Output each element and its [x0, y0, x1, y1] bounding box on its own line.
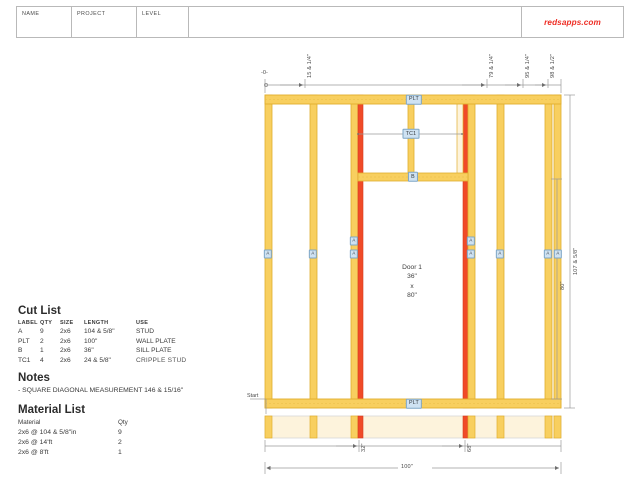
table-row: A 9 2x6 104 & 5/8" STUD — [18, 327, 218, 337]
title-block-project-cell[interactable]: PROJECT — [72, 7, 137, 37]
material-list-header-row: Material Qty — [18, 418, 158, 427]
material-row-0-qty: 9 — [118, 428, 122, 436]
overall-width-dimension: 100" — [401, 464, 413, 470]
info-panel: Cut List LABEL QTY SIZE LENGTH USE A 9 2… — [18, 305, 218, 457]
start-label: Start — [247, 393, 259, 399]
cut-row-2-label: B — [18, 347, 23, 355]
start-marker — [250, 398, 267, 414]
stud-badge-a-9[interactable]: A — [553, 249, 563, 259]
stud-badge-a-7[interactable]: A — [495, 249, 505, 259]
table-row: 2x6 @ 104 & 5/8"in 9 — [18, 427, 158, 437]
title-block-project-label: PROJECT — [77, 11, 106, 17]
door-callout-name: Door 1 — [402, 264, 422, 271]
cut-row-2-size: 2x6 — [60, 347, 71, 355]
table-row: B 1 2x6 36" SILL PLATE — [18, 346, 218, 356]
right-dimension-lines — [551, 94, 575, 409]
notes-heading: Notes — [18, 372, 50, 385]
material-row-1-qty: 2 — [118, 438, 122, 446]
plan-view-strip — [264, 415, 562, 439]
cut-row-3-size: 2x6 — [60, 357, 71, 365]
cut-row-2-length: 36" — [84, 347, 94, 355]
member-badge-sill-b[interactable]: B — [407, 171, 419, 183]
table-row: 2x6 @ 14'ft 2 — [18, 437, 158, 447]
top-dimension-1: 15 & 1/4" — [307, 53, 313, 78]
bottom-dimension-1: 32" — [361, 443, 367, 452]
bottom-dimension-chain — [264, 440, 562, 452]
stud-badge-a-5[interactable]: A — [466, 236, 476, 246]
material-list-heading: Material List — [18, 403, 86, 416]
material-row-2-name: 2x6 @ 8'ft — [18, 448, 49, 456]
top-dimension-2: 79 & 1/4" — [489, 53, 495, 78]
title-block-name-cell[interactable]: NAME — [17, 7, 72, 37]
stud-badge-a-1[interactable]: A — [263, 249, 273, 259]
origin-label: -0- — [261, 70, 268, 76]
top-dimension-3: 95 & 1/4" — [525, 53, 531, 78]
cut-row-1-use: WALL PLATE — [136, 337, 176, 345]
right-dimension-overall-height: 107 & 5/8" — [573, 247, 579, 275]
cut-row-1-label: PLT — [18, 337, 30, 345]
top-dimension-4: 98 & 1/2" — [550, 53, 556, 78]
table-row: 2x6 @ 8'ft 1 — [18, 447, 158, 457]
material-row-0-name: 2x6 @ 104 & 5/8"in — [18, 428, 77, 436]
cut-row-3-use: CRIPPLE STUD — [136, 357, 187, 365]
cut-list-col-length: LENGTH — [84, 320, 109, 326]
notes-body: - SQUARE DIAGONAL MEASUREMENT 146 & 15/1… — [18, 387, 184, 395]
cut-row-3-qty: 4 — [40, 357, 44, 365]
cut-list-col-size: SIZE — [60, 320, 74, 326]
material-row-2-qty: 1 — [118, 448, 122, 456]
stud-badge-a-6[interactable]: A — [466, 249, 476, 259]
door-callout-width: 36" — [407, 273, 417, 281]
cut-row-0-use: STUD — [136, 328, 154, 336]
cut-row-1-qty: 2 — [40, 337, 44, 345]
stud-badge-a-2[interactable]: A — [308, 249, 318, 259]
stud-badge-a-8[interactable]: A — [543, 249, 553, 259]
door-callout-height: 80" — [407, 292, 417, 300]
cut-list-header-row: LABEL QTY SIZE LENGTH USE — [18, 319, 218, 327]
cut-row-0-label: A — [18, 328, 23, 336]
title-block: NAME PROJECT LEVEL redsapps.com — [16, 6, 624, 38]
title-block-level-label: LEVEL — [142, 11, 162, 17]
cut-row-3-length: 24 & 5/8" — [84, 357, 111, 365]
right-dimension-door-height: 80" — [560, 281, 566, 290]
material-row-1-name: 2x6 @ 14'ft — [18, 438, 53, 446]
cut-row-0-length: 104 & 5/8" — [84, 328, 115, 336]
member-badge-bottom-plate[interactable]: PLT — [405, 398, 423, 409]
door-callout-separator: x — [410, 282, 414, 290]
member-badge-top-plate[interactable]: PLT — [405, 94, 423, 105]
cut-list-col-use: USE — [136, 320, 149, 326]
title-block-name-label: NAME — [22, 11, 40, 17]
cut-row-0-qty: 9 — [40, 328, 44, 336]
material-col-material: Material — [18, 418, 41, 426]
table-row: TC1 4 2x6 24 & 5/8" CRIPPLE STUD — [18, 356, 218, 366]
cripple-studs-group — [407, 100, 415, 180]
material-list-table: Material Qty 2x6 @ 104 & 5/8"in 9 2x6 @ … — [18, 418, 158, 458]
cut-list-col-label: LABEL — [18, 320, 38, 326]
cut-row-1-length: 100" — [84, 337, 98, 345]
cut-row-0-size: 2x6 — [60, 328, 71, 336]
bottom-dimension-2: 68" — [467, 443, 473, 452]
table-row: PLT 2 2x6 100" WALL PLATE — [18, 337, 218, 347]
brand-logo-text: redsapps.com — [544, 17, 601, 27]
stud-badge-a-4[interactable]: A — [349, 249, 359, 259]
title-block-notes-cell[interactable] — [189, 7, 522, 37]
cut-row-2-qty: 1 — [40, 347, 44, 355]
member-badge-cripple-tc1[interactable]: TC1 — [402, 128, 420, 140]
top-dimension-chain — [264, 79, 562, 93]
cut-list-heading: Cut List — [18, 305, 61, 317]
brand-logo: redsapps.com — [522, 7, 623, 37]
cut-row-3-label: TC1 — [18, 357, 31, 365]
cut-row-2-use: SILL PLATE — [136, 347, 172, 355]
door-callout: Door 1 36" x 80" — [402, 263, 422, 300]
title-block-level-cell[interactable]: LEVEL — [137, 7, 189, 37]
cut-row-1-size: 2x6 — [60, 337, 71, 345]
stud-badge-a-3[interactable]: A — [349, 236, 359, 246]
cut-list-table: LABEL QTY SIZE LENGTH USE A 9 2x6 104 & … — [18, 319, 218, 365]
cut-list-col-qty: QTY — [40, 320, 53, 326]
overall-dimension-line — [264, 462, 562, 474]
material-col-qty: Qty — [118, 418, 128, 426]
